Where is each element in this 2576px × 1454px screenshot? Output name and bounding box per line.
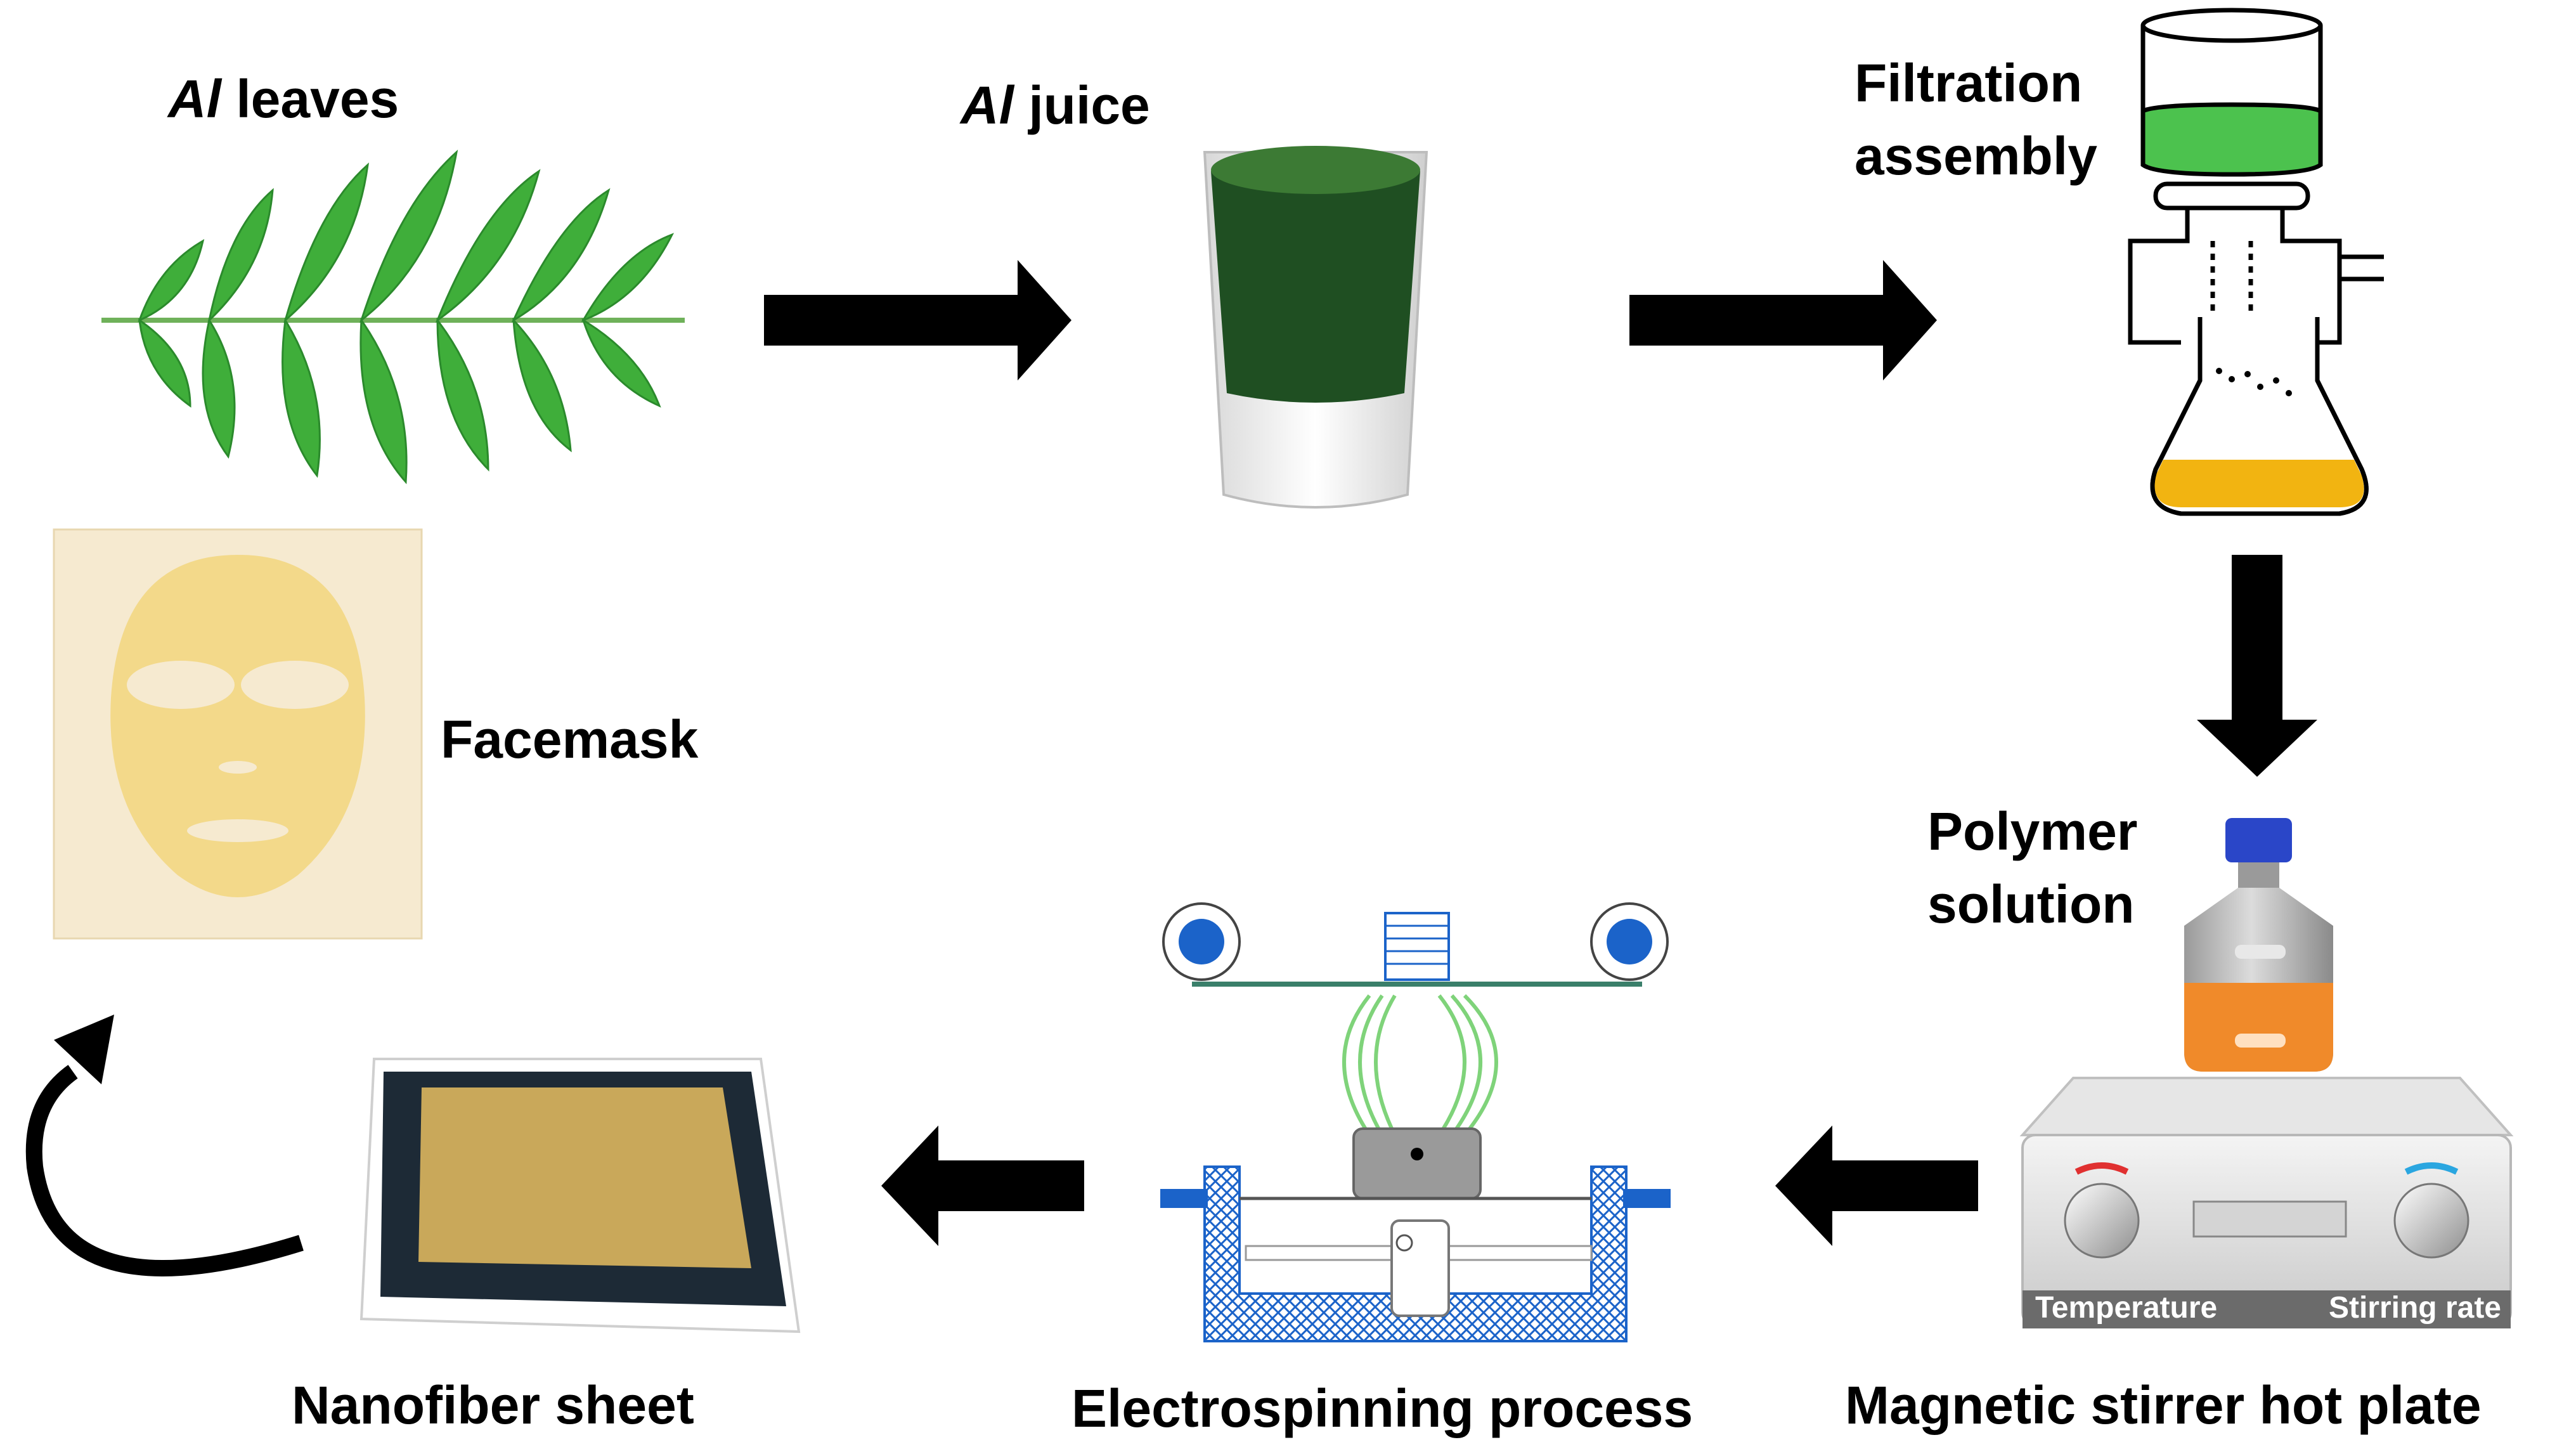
arrow-filtration-to-polymer: [2197, 555, 2317, 777]
facemask-label: Facemask: [441, 710, 699, 769]
filtration-label-line2: assembly: [1854, 126, 2097, 186]
leaves-label: Al leaves: [167, 69, 399, 129]
juice-label: Al juice: [959, 75, 1150, 135]
arrow-juice-to-filtration: [1629, 260, 1937, 380]
electrospinning-label: Electrospinning process: [1071, 1379, 1693, 1438]
leaves-illustration: [101, 150, 685, 484]
filtration-assembly-illustration: [2128, 8, 2384, 516]
nanofiber-sheet-illustration: [359, 1058, 801, 1334]
filtration-label-line1: Filtration: [1854, 53, 2082, 113]
arrow-leaves-to-juice: [764, 260, 1071, 380]
temperature-label: Temperature: [2035, 1291, 2217, 1325]
arrow-nanofiber-to-facemask: [25, 1015, 304, 1276]
electrospinning-illustration: [1160, 902, 1671, 1342]
nanofiber-label: Nanofiber sheet: [292, 1375, 694, 1435]
polymer-bottle-illustration: [2184, 818, 2333, 1072]
stirrer-hot-plate-illustration: [2019, 1077, 2514, 1328]
stirring-rate-label: Stirring rate: [2329, 1291, 2501, 1325]
facemask-illustration: [53, 528, 423, 940]
arrow-electrospinning-to-nanofiber: [881, 1126, 1084, 1246]
polymer-label-line1: Polymer: [1927, 802, 2138, 861]
stirrer-label: Magnetic stirrer hot plate: [1845, 1375, 2482, 1435]
juice-glass-illustration: [1203, 146, 1428, 509]
polymer-label-line2: solution: [1927, 874, 2135, 934]
arrow-stirrer-to-electrospinning: [1775, 1126, 1978, 1246]
